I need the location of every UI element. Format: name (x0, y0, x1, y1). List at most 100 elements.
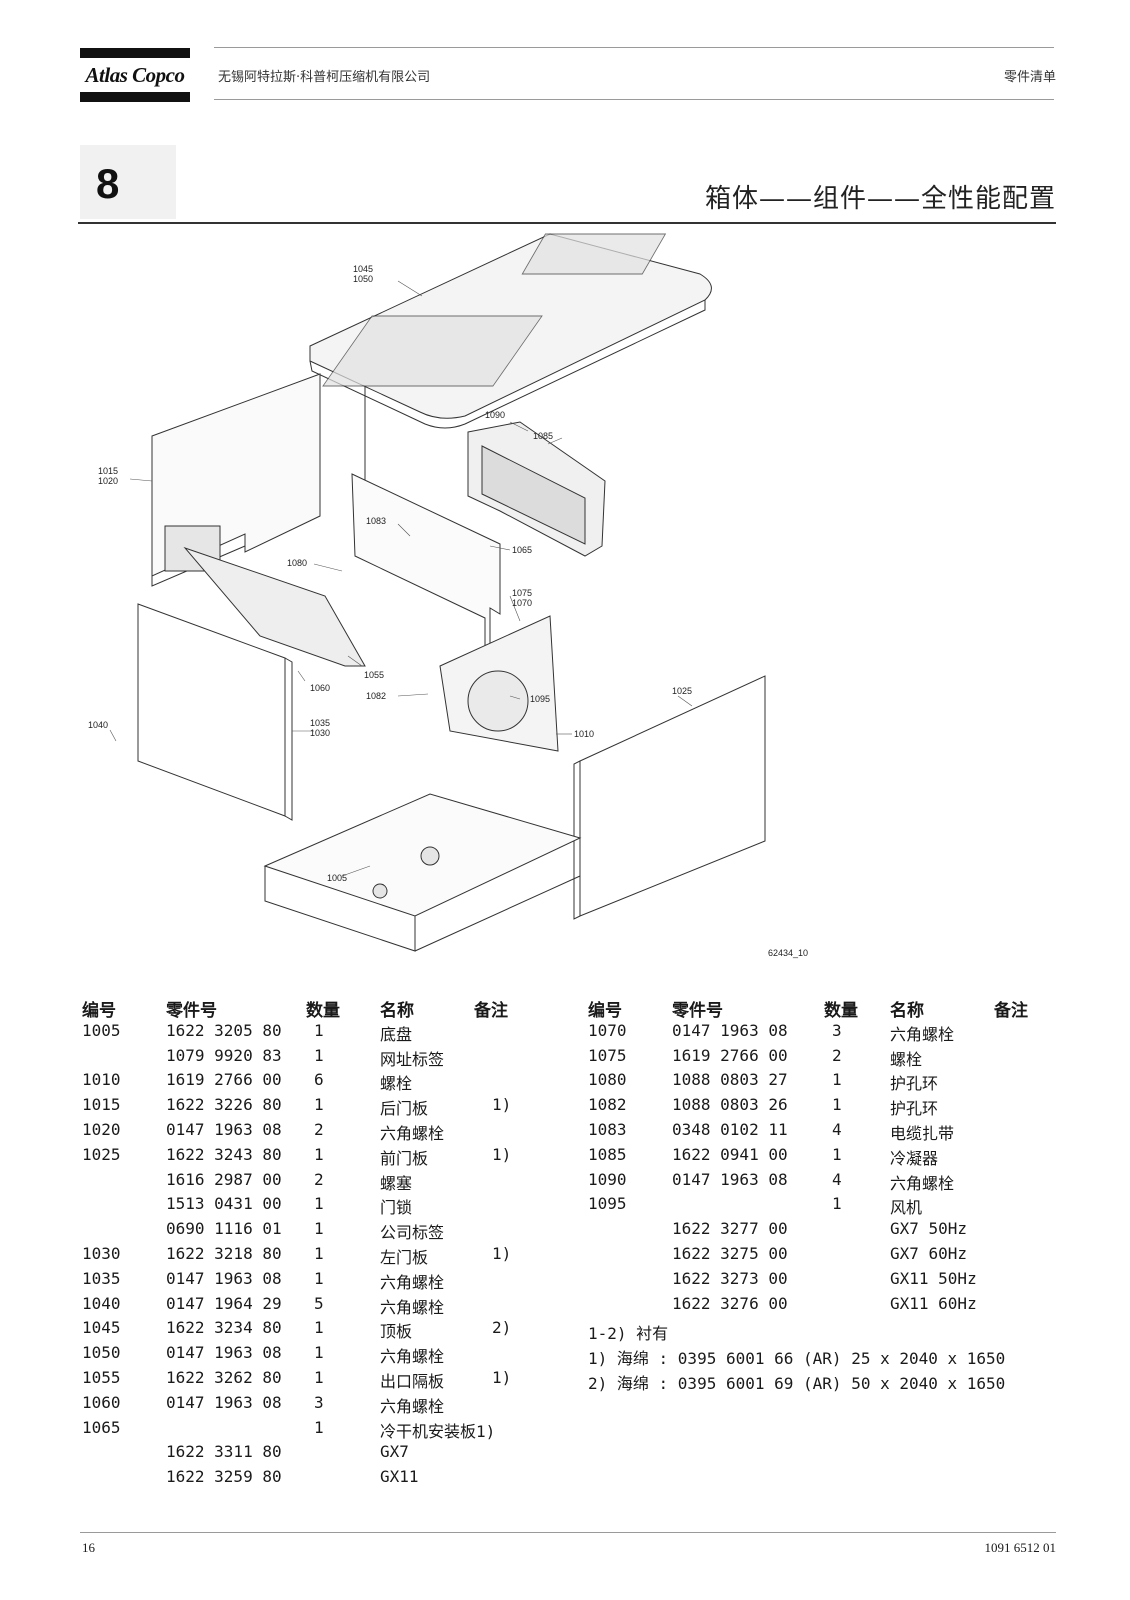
callout-1015: 1015 (98, 466, 118, 476)
callout-1085: 1085 (533, 431, 553, 441)
document-number: 1091 6512 01 (984, 1540, 1057, 1555)
cell-no: 1083 (588, 1119, 627, 1139)
cell-no: 1045 (82, 1318, 121, 1338)
header-no: 编号 (82, 1001, 116, 1021)
page-number: 16 (82, 1540, 95, 1555)
cell-remark: 2) (492, 1318, 512, 1338)
cell-part-number: 1088 0803 26 (672, 1095, 788, 1115)
cell-name: 前门板 (380, 1148, 429, 1168)
callout-1060: 1060 (310, 683, 330, 693)
cell-name: 冷干机安装板1) (380, 1421, 496, 1441)
cell-qty: 1 (314, 1020, 324, 1040)
cell-part-number: 0348 0102 11 (672, 1119, 788, 1139)
table-row: 1622 3259 80 GX11 (82, 1467, 542, 1492)
header-qty: 数量 (306, 1001, 340, 1021)
cell-no: 1080 (588, 1070, 627, 1090)
cell-name: 风机 (890, 1198, 923, 1218)
cell-qty: 1 (832, 1070, 842, 1090)
logo-text: Atlas Copco (85, 63, 185, 87)
cell-name: 螺栓 (890, 1049, 923, 1069)
cell-no: 1020 (82, 1119, 121, 1139)
callout-labels: 1045 1050 1090 1085 1015 1020 1083 1065 … (88, 264, 808, 958)
cell-remark: 1) (492, 1144, 512, 1164)
cell-name: 六角螺栓 (380, 1123, 445, 1143)
callout-leaders (109, 280, 693, 877)
cell-no: 1025 (82, 1144, 121, 1164)
cell-name: GX11 (380, 1467, 419, 1487)
cell-qty: 1 (314, 1417, 324, 1437)
cell-qty: 1 (314, 1045, 324, 1065)
cell-name: 底盘 (380, 1024, 413, 1044)
cell-qty: 1 (314, 1219, 324, 1239)
cell-name: GX7 (380, 1442, 409, 1462)
header-no: 编号 (588, 1001, 622, 1021)
cell-part-number: 1622 3243 80 (166, 1144, 282, 1164)
header-remark: 备注 (994, 1001, 1028, 1021)
cell-part-number: 0147 1964 29 (166, 1293, 282, 1313)
cell-qty: 2 (832, 1045, 842, 1065)
cell-part-number: 0147 1963 08 (672, 1169, 788, 1189)
table-header-left: 编号 零件号 数量 名称 备注 (82, 996, 542, 1021)
cell-name: 左门板 (380, 1247, 429, 1267)
cell-qty: 1 (832, 1095, 842, 1115)
cell-no: 1040 (82, 1293, 121, 1313)
cell-part-number: 1622 3275 00 (672, 1243, 788, 1263)
cell-name: 冷凝器 (890, 1148, 939, 1168)
cell-qty: 1 (314, 1343, 324, 1363)
cell-part-number: 0147 1963 08 (166, 1268, 282, 1288)
callout-1080: 1080 (287, 558, 307, 568)
cell-name: 电缆扎带 (890, 1123, 955, 1143)
cell-part-number: 1622 3259 80 (166, 1467, 282, 1487)
cell-part-number: 1513 0431 00 (166, 1194, 282, 1214)
cell-no: 1055 (82, 1367, 121, 1387)
cell-name: 网址标签 (380, 1049, 445, 1069)
callout-1005: 1005 (327, 873, 347, 883)
cell-name: 公司标签 (380, 1223, 445, 1243)
cell-part-number: 0147 1963 08 (672, 1020, 788, 1040)
cell-no: 1035 (82, 1268, 121, 1288)
cell-part-number: 1622 3205 80 (166, 1020, 282, 1040)
cell-qty: 6 (314, 1070, 324, 1090)
callout-1040: 1040 (88, 720, 108, 730)
cell-no: 1060 (82, 1392, 121, 1412)
cell-no: 1075 (588, 1045, 627, 1065)
document-type: 零件清单 (1003, 70, 1056, 85)
cell-name: GX7 60Hz (890, 1243, 968, 1263)
atlas-copco-logo: Atlas Copco (80, 48, 190, 102)
cell-part-number: 1622 3311 80 (166, 1442, 282, 1462)
cell-no: 1010 (82, 1070, 121, 1090)
callout-1095: 1095 (530, 694, 550, 704)
cell-name: 六角螺栓 (380, 1272, 445, 1292)
header-name: 名称 (380, 1001, 414, 1021)
footnote-0: 1-2) 衬有 (588, 1324, 669, 1343)
callout-1035: 1035 (310, 718, 330, 728)
callout-1025: 1025 (672, 686, 692, 696)
cell-part-number: 0147 1963 08 (166, 1343, 282, 1363)
cell-name: 护孔环 (890, 1099, 939, 1119)
footnote-2: 2) 海绵 : 0395 6001 69 (AR) 50 x 2040 x 16… (588, 1373, 1006, 1393)
cell-part-number: 0147 1963 08 (166, 1392, 282, 1412)
header-part: 零件号 (672, 1001, 723, 1021)
cell-name: 六角螺栓 (380, 1297, 445, 1317)
cell-qty: 2 (314, 1169, 324, 1189)
figure-id: 62434_10 (768, 948, 808, 958)
cell-qty: 4 (832, 1119, 842, 1139)
cell-qty: 4 (832, 1169, 842, 1189)
cell-name: 顶板 (380, 1322, 413, 1342)
section-title: 箱体——组件——全性能配置 (704, 184, 1056, 214)
cell-no: 1005 (82, 1020, 121, 1040)
